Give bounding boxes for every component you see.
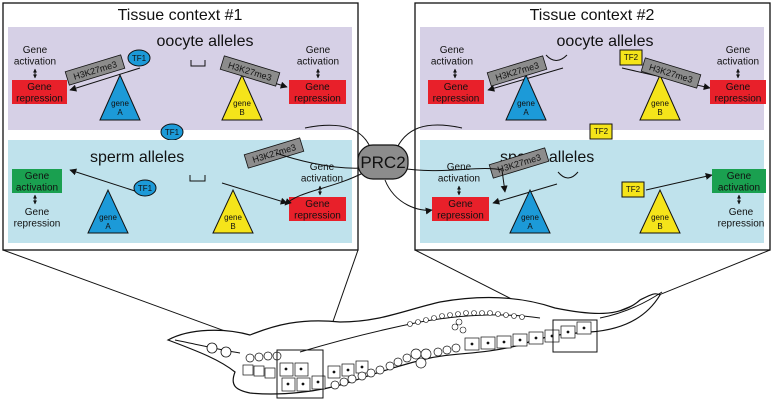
tf1-bubble bbox=[127, 49, 151, 67]
regulation-arrow bbox=[492, 183, 558, 205]
gene-activation-box bbox=[12, 169, 62, 193]
regulation-arrow bbox=[69, 168, 139, 193]
gene-a-triangle bbox=[87, 188, 129, 234]
zoom-box-context-1 bbox=[276, 349, 324, 399]
gene-b-triangle bbox=[639, 73, 681, 121]
empty-site-bracket bbox=[190, 60, 206, 67]
empty-site-bracket bbox=[189, 175, 206, 182]
tf2-box bbox=[619, 49, 643, 66]
section-label-sperm: sperm alleles bbox=[90, 149, 184, 166]
zoom-box-context-2 bbox=[552, 319, 598, 353]
gene-repression-box bbox=[428, 80, 484, 104]
sperm-section bbox=[8, 140, 352, 243]
gene-activation-box bbox=[712, 169, 766, 193]
gene-repression-box bbox=[289, 197, 346, 221]
regulation-arrow bbox=[645, 172, 713, 191]
tf1-label: TF1 bbox=[165, 128, 180, 137]
prc2-label: PRC2 bbox=[360, 153, 405, 172]
prc2-link-curve bbox=[275, 152, 364, 169]
c-elegans-hermaphrodite-icon bbox=[166, 291, 663, 395]
gene-a-triangle bbox=[505, 73, 547, 121]
tf2-box bbox=[621, 181, 645, 198]
tf2-label: TF2 bbox=[624, 53, 639, 62]
gene-b-triangle bbox=[212, 188, 254, 234]
gene-b-triangle bbox=[221, 73, 263, 121]
oocyte-section bbox=[420, 27, 764, 130]
oocyte-section bbox=[8, 27, 352, 130]
tf2-label: TF2 bbox=[594, 127, 609, 136]
gene-a-triangle bbox=[509, 188, 551, 234]
section-label-oocyte: oocyte alleles bbox=[157, 33, 254, 50]
section-label-oocyte: oocyte alleles bbox=[557, 33, 654, 50]
panel-title: Tissue context #2 bbox=[530, 7, 655, 24]
tf2-label: TF2 bbox=[626, 185, 641, 194]
prc2-arrow bbox=[384, 179, 433, 215]
gene-repression-box bbox=[432, 197, 489, 221]
gene-a-triangle bbox=[99, 73, 141, 121]
regulation-arrow bbox=[69, 67, 141, 92]
tf2-box bbox=[589, 123, 613, 140]
prc2-arrow bbox=[284, 171, 366, 206]
prc2-arrow bbox=[399, 167, 508, 193]
panel-title: Tissue context #1 bbox=[118, 7, 243, 24]
gene-repression-box bbox=[710, 80, 766, 104]
gene-repression-box bbox=[289, 80, 346, 104]
empty-tf-site bbox=[545, 54, 568, 61]
sperm-section bbox=[420, 140, 764, 243]
tf1-label: TF1 bbox=[132, 54, 147, 63]
tf1-label: TF1 bbox=[138, 184, 153, 193]
gene-b-triangle bbox=[639, 188, 681, 234]
empty-tf-site bbox=[557, 171, 579, 179]
prc2-complex: PRC2 bbox=[275, 124, 508, 215]
prc2-node bbox=[357, 144, 409, 180]
gene-repression-box bbox=[12, 80, 67, 104]
regulation-arrow bbox=[221, 182, 288, 205]
tf1-bubble bbox=[133, 179, 157, 197]
